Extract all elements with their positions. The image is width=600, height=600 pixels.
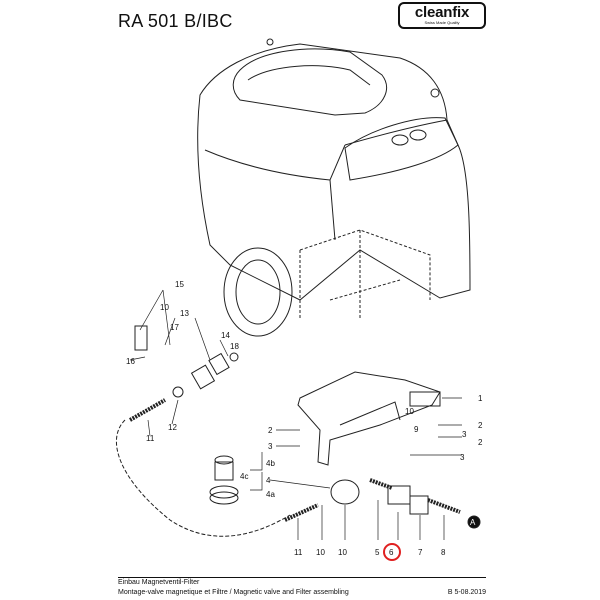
footer-title-de: Einbau Magnetventil-Filter bbox=[118, 579, 200, 586]
spring-hose-left bbox=[129, 398, 166, 422]
rear-wheel bbox=[223, 247, 293, 337]
callout-14: 14 bbox=[221, 331, 230, 340]
connector-a-label: A bbox=[470, 518, 476, 527]
callout-3-right-top: 3 bbox=[462, 430, 467, 439]
logo-subtitle: Swiss Made Quality bbox=[424, 20, 460, 25]
drawing-title: RA 501 B/IBC bbox=[118, 11, 233, 31]
callout-2-right: 2 bbox=[478, 438, 483, 447]
callout-17: 17 bbox=[170, 323, 179, 332]
logo-wordmark: cleanfix bbox=[414, 4, 470, 21]
document-code: B 5-08.2019 bbox=[447, 589, 486, 596]
callout-10-bottom-a: 10 bbox=[316, 548, 325, 557]
footer-title-fr-en: Montage-valve magnetique et Filtre / Mag… bbox=[118, 589, 349, 596]
handle-panel bbox=[344, 117, 459, 181]
callout-4: 4 bbox=[266, 476, 271, 485]
filter-cartridge bbox=[214, 461, 234, 481]
callout-7: 7 bbox=[418, 548, 423, 557]
machine-lid bbox=[232, 48, 387, 116]
callout-12: 12 bbox=[168, 423, 177, 432]
spring-hose-bottom bbox=[284, 503, 319, 522]
callout-4a: 4a bbox=[266, 490, 275, 499]
highlight-ring bbox=[383, 543, 401, 561]
callout-3-right: 3 bbox=[460, 453, 465, 462]
callout-8: 8 bbox=[441, 548, 446, 557]
brand-logo: cleanfix Swiss Made Quality bbox=[398, 2, 486, 29]
callout-16: 16 bbox=[126, 357, 135, 366]
callout-6-highlighted: 6 bbox=[389, 548, 394, 557]
callout-2-right-top: 2 bbox=[478, 421, 483, 430]
callout-11-bottom: 11 bbox=[294, 548, 303, 557]
callout-3-left: 3 bbox=[268, 442, 273, 451]
holder-bracket bbox=[134, 325, 148, 351]
callout-10: 10 bbox=[160, 303, 169, 312]
filter-body bbox=[330, 479, 360, 505]
callout-4c: 4c bbox=[240, 472, 248, 481]
callout-18: 18 bbox=[230, 342, 239, 351]
machine-body-outline bbox=[197, 43, 471, 301]
callout-15: 15 bbox=[175, 280, 184, 289]
filter-housing bbox=[209, 485, 239, 499]
footer-divider bbox=[118, 577, 486, 578]
callout-10-right: 10 bbox=[405, 407, 414, 416]
callout-10-bottom-b: 10 bbox=[338, 548, 347, 557]
callout-1: 1 bbox=[478, 394, 483, 403]
callout-5: 5 bbox=[375, 548, 380, 557]
callout-11-left: 11 bbox=[146, 434, 155, 443]
mounting-bracket bbox=[297, 371, 441, 466]
callout-9: 9 bbox=[414, 425, 419, 434]
callout-4b: 4b bbox=[266, 459, 275, 468]
magnetic-valve bbox=[387, 485, 411, 505]
callout-13: 13 bbox=[180, 309, 189, 318]
callout-2-left: 2 bbox=[268, 426, 273, 435]
